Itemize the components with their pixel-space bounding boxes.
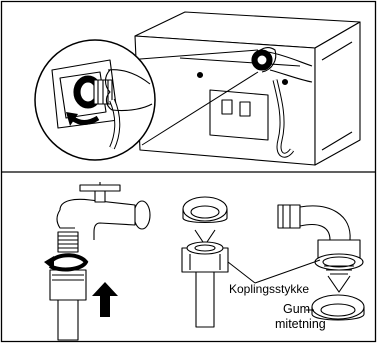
gasket-label-line2: mitetning bbox=[275, 318, 326, 331]
coupling-label: Koplingsstykke bbox=[229, 283, 309, 295]
zoom-circle bbox=[35, 40, 155, 160]
gasket-label-line1: Gum bbox=[283, 303, 310, 316]
washing-machine-rear bbox=[135, 12, 360, 165]
